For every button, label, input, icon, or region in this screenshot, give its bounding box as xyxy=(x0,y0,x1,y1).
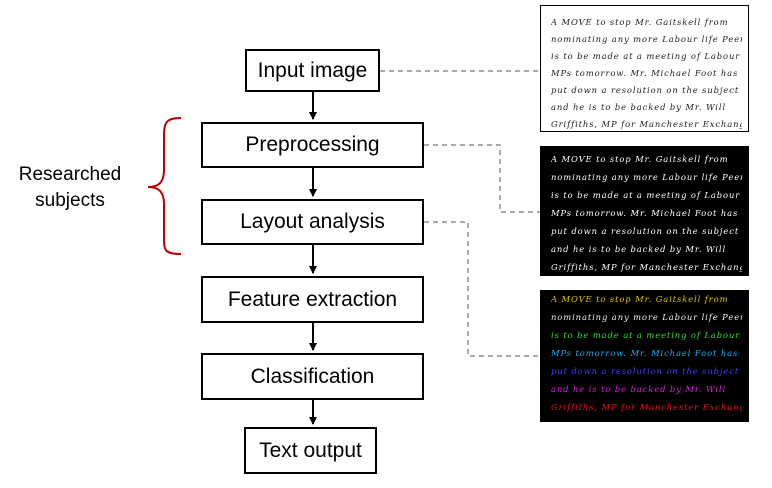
handwriting-line: A MOVE to stop Mr. Gaitskell from xyxy=(551,294,729,304)
step-label: Input image xyxy=(257,58,368,82)
handwriting-line: is to be made at a meeting of Labour xyxy=(551,330,741,340)
researched-subjects-line-2: subjects xyxy=(35,190,105,211)
original-handwriting-panel: A MOVE to stop Mr. Gaitskell from nominat… xyxy=(540,5,749,132)
handwriting-line: and he is to be backed by Mr. Will xyxy=(551,102,727,112)
step-layout-analysis-box: Layout analysis xyxy=(201,199,424,245)
binarized-handwriting-panel: A MOVE to stop Mr. Gaitskell from nominat… xyxy=(540,146,749,276)
handwriting-line: MPs tomorrow. Mr. Michael Foot has xyxy=(551,68,739,78)
step-label: Classification xyxy=(250,364,375,388)
handwriting-line: Griffiths, MP for Manchester Exchange. xyxy=(551,262,742,272)
step-text-output-box: Text output xyxy=(244,427,377,474)
handwriting-line: nominating any more Labour life Peers xyxy=(551,172,742,182)
handwriting-line: and he is to be backed by Mr. Will xyxy=(551,244,727,254)
handwriting-line: Griffiths, MP for Manchester Exchange. xyxy=(551,119,742,129)
handwriting-line: put down a resolution on the subject xyxy=(551,85,740,95)
step-label: Feature extraction xyxy=(227,287,398,311)
step-classification-box: Classification xyxy=(201,353,424,400)
connector-layout-to-lines-panel xyxy=(424,221,540,357)
step-label: Text output xyxy=(259,438,362,462)
step-feature-extraction-box: Feature extraction xyxy=(201,276,424,323)
step-label: Layout analysis xyxy=(240,210,385,233)
researched-subjects-line-1: Researched xyxy=(18,164,122,185)
handwriting-line: is to be made at a meeting of Labour xyxy=(551,190,741,200)
handwriting-line: and he is to be backed by Mr. Will xyxy=(551,384,727,394)
handwriting-line: nominating any more Labour life Peers xyxy=(551,312,742,322)
handwriting-line: nominating any more Labour life Peers xyxy=(551,34,742,44)
step-label: Preprocessing xyxy=(245,133,380,156)
researched-subjects-label: Researched subjects xyxy=(8,162,132,214)
handwriting-line: is to be made at a meeting of Labour xyxy=(551,51,741,61)
handwriting-line: put down a resolution on the subject xyxy=(551,366,740,376)
handwriting-line: put down a resolution on the subject xyxy=(551,226,740,236)
handwriting-line: MPs tomorrow. Mr. Michael Foot has xyxy=(551,348,739,358)
step-preprocessing-box: Preprocessing xyxy=(201,122,424,168)
connector-preprocessing-to-binarized-panel xyxy=(424,144,540,213)
handwriting-line: MPs tomorrow. Mr. Michael Foot has xyxy=(551,208,739,218)
handwriting-line: A MOVE to stop Mr. Gaitskell from xyxy=(551,17,729,27)
step-input-image-box: Input image xyxy=(245,49,380,92)
line-segmented-handwriting-panel: A MOVE to stop Mr. Gaitskell from nominat… xyxy=(540,290,749,422)
researched-subjects-bracket xyxy=(147,117,182,255)
handwriting-line: A MOVE to stop Mr. Gaitskell from xyxy=(551,154,729,164)
handwriting-line: Griffiths, MP for Manchester Exchange. xyxy=(551,402,742,412)
